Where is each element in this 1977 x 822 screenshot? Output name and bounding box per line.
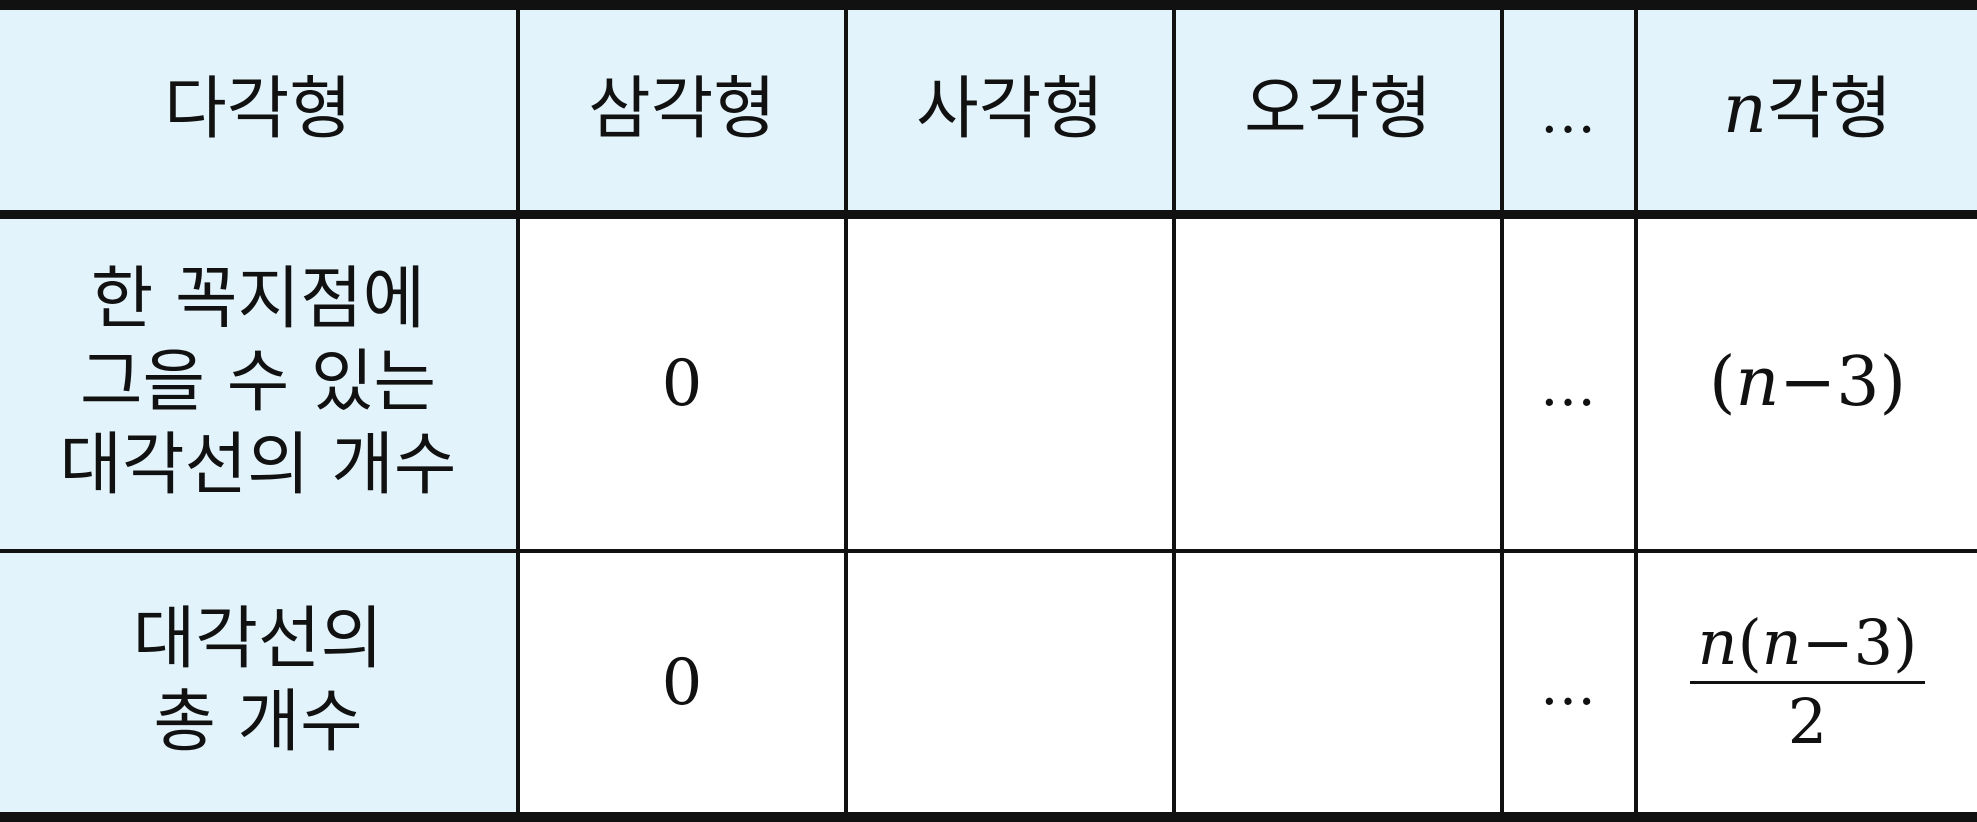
header-n-var: n — [1723, 69, 1767, 149]
formula-rest: −3) — [1779, 343, 1907, 423]
total-diagonals-pentagon-cell — [1172, 548, 1504, 817]
formula-open-paren: ( — [1708, 343, 1736, 423]
vertex-diagonals-triangle-cell: 0 — [516, 212, 848, 553]
vertex-diagonals-quadrilateral-cell — [844, 212, 1176, 553]
numerator-n-var: n — [1697, 605, 1738, 679]
formula-n-var: n — [1735, 343, 1780, 423]
header-row: 다각형 삼각형 사각형 오각형 … n각형 — [0, 5, 1977, 220]
vertex-diagonals-triangle-value: 0 — [661, 347, 703, 422]
total-diagonals-ellipsis-cell: … — [1500, 548, 1638, 817]
vertex-diagonals-row: 한 꼭지점에 그을 수 있는 대각선의 개수 0 … (n−3) — [0, 212, 1977, 553]
header-label: 다각형 — [164, 69, 352, 149]
vertex-diagonals-label-line-2: 그을 수 있는 — [79, 343, 437, 423]
header-triangle: 삼각형 — [588, 69, 776, 149]
header-pentagon-cell: 오각형 — [1172, 5, 1504, 220]
total-diagonals-label-line-1: 대각선의 — [132, 600, 384, 680]
header-quadrilateral-cell: 사각형 — [844, 5, 1176, 220]
header-triangle-cell: 삼각형 — [516, 5, 848, 220]
numerator-rest: −3) — [1801, 605, 1918, 679]
vertex-diagonals-label-cell: 한 꼭지점에 그을 수 있는 대각선의 개수 — [0, 212, 520, 553]
total-diagonals-formula-cell: n(n−3) 2 — [1634, 548, 1977, 817]
total-diagonals-label-line-2: 총 개수 — [153, 683, 363, 763]
vertex-diagonals-formula-cell: (n−3) — [1634, 212, 1977, 553]
total-diagonals-row: 대각선의 총 개수 0 … n(n−3) 2 — [0, 548, 1977, 817]
header-quadrilateral: 사각형 — [916, 69, 1104, 149]
numerator-n-var-2: n — [1761, 605, 1802, 679]
total-diagonals-ellipsis: … — [1540, 652, 1598, 718]
vertex-diagonals-ellipsis: … — [1540, 354, 1598, 420]
vertex-diagonals-pentagon-cell — [1172, 212, 1504, 553]
header-ellipsis: … — [1540, 80, 1598, 146]
vertex-diagonals-label-line-3: 대각선의 개수 — [59, 426, 457, 506]
fraction-denominator: 2 — [1787, 684, 1828, 758]
vertex-diagonals-label-line-1: 한 꼭지점에 — [90, 260, 426, 340]
header-ellipsis-cell: … — [1500, 5, 1638, 220]
total-diagonals-fraction: n(n−3) 2 — [1689, 605, 1926, 758]
numerator-open-paren: ( — [1737, 605, 1762, 679]
header-label-cell: 다각형 — [0, 5, 520, 220]
total-diagonals-triangle-value: 0 — [661, 645, 703, 720]
total-diagonals-label-cell: 대각선의 총 개수 — [0, 548, 520, 817]
header-pentagon: 오각형 — [1244, 69, 1432, 149]
vertex-diagonals-formula: (n−3) — [1709, 343, 1906, 422]
total-diagonals-quadrilateral-cell — [844, 548, 1176, 817]
vertex-diagonals-ellipsis-cell: … — [1500, 212, 1638, 553]
fraction-numerator: n(n−3) — [1689, 605, 1926, 684]
header-n-suffix: 각형 — [1766, 69, 1892, 149]
header-n-gon-cell: n각형 — [1634, 5, 1977, 220]
total-diagonals-triangle-cell: 0 — [516, 548, 848, 817]
